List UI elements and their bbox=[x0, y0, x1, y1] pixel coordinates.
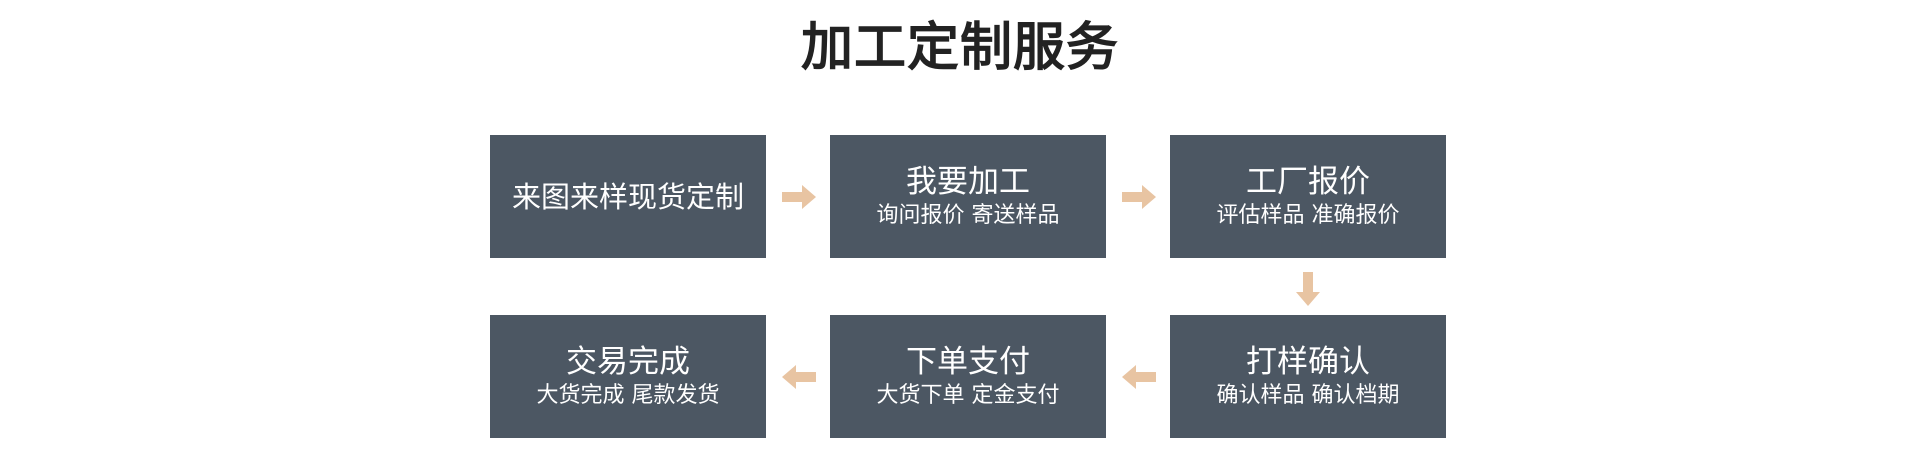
step-subtitle: 大货完成 尾款发货 bbox=[536, 382, 720, 408]
step-title: 工厂报价 bbox=[1246, 163, 1370, 200]
step-subtitle: 评估样品 准确报价 bbox=[1216, 202, 1400, 228]
arrow-right-icon bbox=[1122, 185, 1156, 209]
step-box-2: 我要加工 询问报价 寄送样品 bbox=[830, 135, 1106, 258]
arrow-left-icon bbox=[782, 365, 816, 389]
step-title: 下单支付 bbox=[906, 343, 1030, 380]
step-title: 来图来样现货定制 bbox=[511, 179, 744, 214]
arrow-left-icon bbox=[1122, 365, 1156, 389]
page-title: 加工定制服务 bbox=[800, 18, 1119, 78]
arrow-right-icon bbox=[782, 185, 816, 209]
step-title: 我要加工 bbox=[906, 163, 1030, 200]
step-box-4: 打样确认 确认样品 确认档期 bbox=[1170, 315, 1446, 438]
step-box-6: 交易完成 大货完成 尾款发货 bbox=[490, 315, 766, 438]
step-subtitle: 询问报价 寄送样品 bbox=[876, 202, 1060, 228]
step-box-3: 工厂报价 评估样品 准确报价 bbox=[1170, 135, 1446, 258]
step-subtitle: 大货下单 定金支付 bbox=[876, 382, 1060, 408]
step-title: 交易完成 bbox=[566, 343, 690, 380]
step-subtitle: 确认样品 确认档期 bbox=[1216, 382, 1400, 408]
step-title: 打样确认 bbox=[1246, 343, 1370, 380]
step-box-1: 来图来样现货定制 bbox=[490, 135, 766, 258]
step-box-5: 下单支付 大货下单 定金支付 bbox=[830, 315, 1106, 438]
arrow-down-icon bbox=[1296, 272, 1320, 306]
